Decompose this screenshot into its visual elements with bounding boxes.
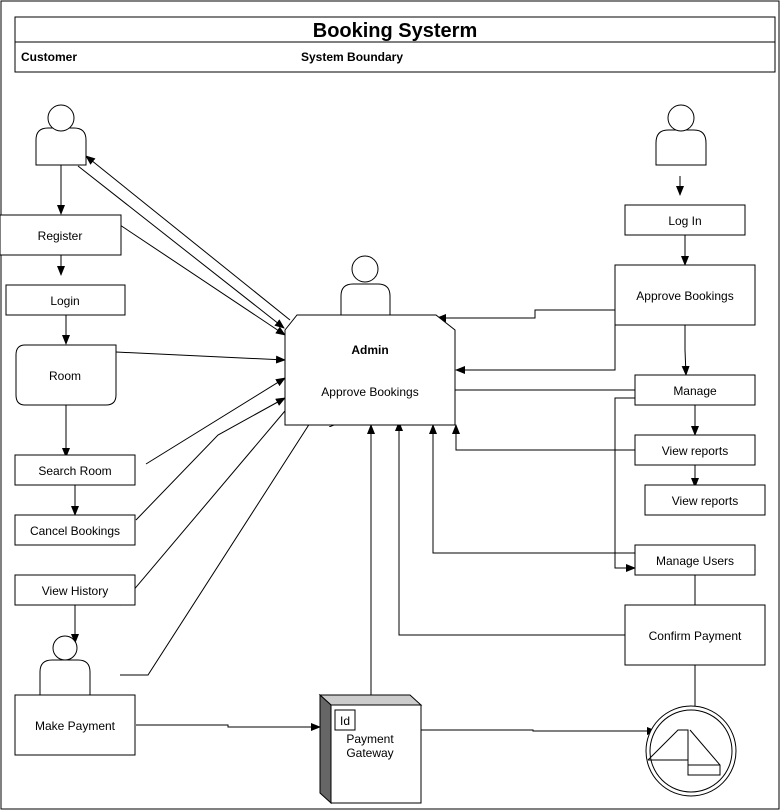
confirm-payment-label: Confirm Payment	[649, 629, 742, 643]
make-payment-box	[14, 694, 136, 756]
edge-room-admin	[115, 351, 286, 364]
payer-actor	[39, 635, 91, 696]
edge-confirm-admin	[395, 421, 625, 636]
edge-approve-admin-2	[455, 325, 616, 374]
gateway-line2: Gateway	[346, 746, 393, 760]
edge-register-admin	[119, 224, 286, 336]
edge-approve-admin	[436, 309, 615, 322]
admin-title: Admin	[351, 343, 388, 357]
system-boundary-label: System Boundary	[301, 50, 403, 64]
search-room-box	[14, 454, 136, 486]
room-box	[15, 344, 117, 406]
register-label: Register	[38, 229, 83, 243]
log-in-box	[624, 204, 746, 236]
edge-gateway-external	[421, 727, 657, 735]
customer-actor	[35, 104, 87, 166]
view-reports-label-2: View reports	[672, 494, 738, 508]
user-icon	[39, 659, 91, 696]
approve-bookings-box	[614, 264, 756, 326]
edge-payment-gateway	[136, 723, 321, 731]
edge-users-admin	[429, 424, 635, 554]
search-room-label: Search Room	[38, 464, 111, 478]
edge-admin-history	[120, 404, 291, 606]
log-in-label: Log In	[668, 214, 701, 228]
manage-users-box	[634, 544, 756, 576]
confirm-payment-box	[624, 604, 766, 666]
gateway-id-label: Id	[340, 714, 350, 728]
admin-box	[284, 314, 456, 426]
edges	[57, 155, 699, 735]
cancel-bookings-label: Cancel Bookings	[30, 524, 120, 538]
edge-cancel-admin	[135, 397, 286, 521]
edge-reports-admin	[452, 424, 635, 451]
payment-gateway-node: Id Payment Gateway	[318, 693, 423, 805]
staff-actor	[655, 104, 707, 166]
cancel-bookings-box	[14, 514, 136, 546]
manage-box	[634, 374, 756, 406]
view-reports-box-1	[634, 434, 756, 466]
edge-customer-admin	[77, 165, 285, 329]
diagram-title: Booking Systerm	[313, 20, 477, 42]
header-box	[14, 16, 776, 73]
view-reports-label-1: View reports	[662, 444, 728, 458]
edge-admin-customer	[85, 155, 291, 321]
external-system-icon	[645, 705, 737, 797]
room-label: Room	[49, 369, 81, 383]
edge-manage-users	[614, 397, 636, 572]
admin-subtitle: Approve Bookings	[321, 385, 418, 399]
login-box	[5, 284, 126, 316]
view-history-label: View History	[42, 584, 108, 598]
gateway-id-box	[334, 709, 356, 731]
approve-bookings-label: Approve Bookings	[636, 289, 733, 303]
admin-actor	[340, 283, 391, 319]
edge-search-admin	[145, 377, 286, 465]
make-payment-label: Make Payment	[35, 719, 116, 733]
admin-node: Admin Approve Bookings	[284, 255, 456, 426]
gateway-line1: Payment	[346, 732, 394, 746]
edge-payer-admin	[120, 423, 338, 676]
user-icon	[655, 129, 707, 166]
customer-label: Customer	[21, 50, 77, 64]
manage-users-label: Manage Users	[656, 554, 734, 568]
register-box	[0, 214, 122, 256]
login-label: Login	[50, 294, 79, 308]
view-reports-box-2	[644, 484, 766, 516]
view-history-box	[14, 574, 136, 606]
edge-approve-manage	[681, 325, 690, 376]
manage-label: Manage	[673, 384, 717, 398]
user-icon	[35, 127, 87, 166]
